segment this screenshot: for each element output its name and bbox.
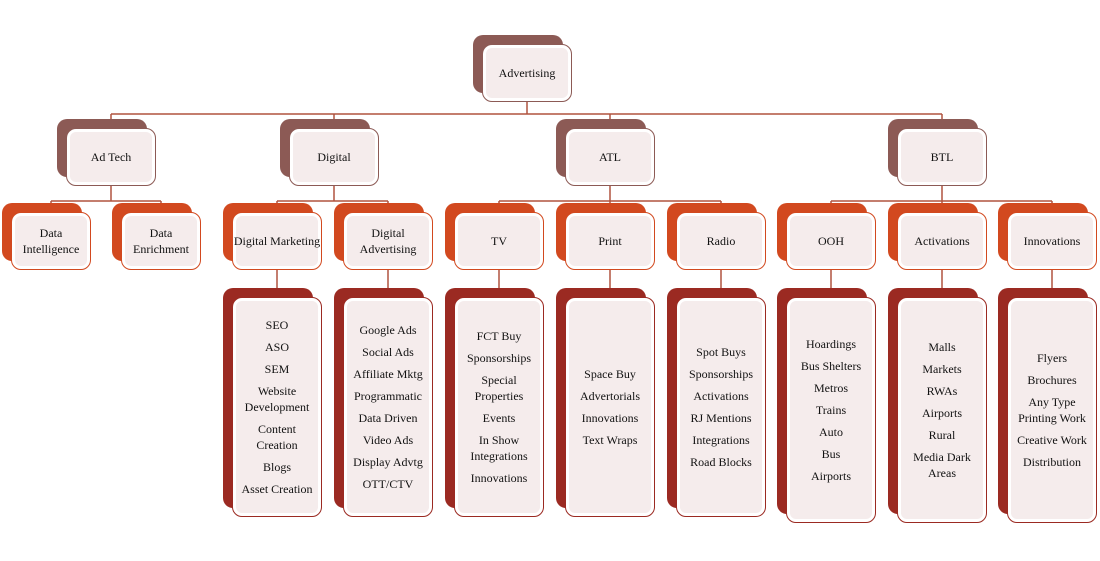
- list-item: Events: [482, 411, 516, 425]
- list-item: Sponsorships: [688, 367, 753, 381]
- list-item: Airports: [811, 469, 851, 483]
- category-btl-label: BTL: [897, 128, 987, 186]
- subcategory-tv-label: TV: [454, 212, 544, 270]
- list-item: Blogs: [262, 460, 291, 474]
- list-item: Trains: [815, 403, 847, 417]
- list-item: Activations: [693, 389, 749, 403]
- list-item: Display Advtg: [353, 455, 423, 469]
- list-item: Content Creation: [256, 422, 298, 452]
- list-item: Any Type Printing Work: [1018, 395, 1086, 425]
- subcategory-print-label: Print: [565, 212, 655, 270]
- list-item: Programmatic: [354, 389, 422, 403]
- list-item: Road Blocks: [690, 455, 752, 469]
- list-item: Rural: [928, 428, 956, 442]
- list-item: Flyers: [1037, 351, 1067, 365]
- list-item: Text Wraps: [582, 433, 638, 447]
- list-item: Innovations: [470, 471, 528, 485]
- subcategory-data-enrichment-label: Data Enrichment: [121, 212, 201, 270]
- subcategory-digital-marketing-label: Digital Marketing: [232, 212, 322, 270]
- list-item: ASO: [264, 340, 289, 354]
- list-item: Hoardings: [806, 337, 856, 351]
- list-item: Spot Buys: [696, 345, 746, 359]
- subcategory-data-intelligence-label: Data Intelligence: [11, 212, 91, 270]
- list-item: Space Buy: [584, 367, 636, 381]
- list-item: Markets: [922, 362, 962, 376]
- list-item: SEO: [265, 318, 289, 332]
- list-item: Advertorials: [580, 389, 640, 403]
- list-item: SEM: [264, 362, 290, 376]
- subcategory-activations-label: Activations: [897, 212, 987, 270]
- subcategory-digital-advertising-label: Digital Advertising: [343, 212, 433, 270]
- list-item: Auto: [819, 425, 843, 439]
- list-item: Social Ads: [362, 345, 414, 359]
- list-item: Airports: [922, 406, 962, 420]
- list-item: Bus: [821, 447, 841, 461]
- list-item: Innovations: [581, 411, 639, 425]
- list-item: Brochures: [1027, 373, 1077, 387]
- list-item: Data Driven: [358, 411, 418, 425]
- list-item: Google Ads: [359, 323, 417, 337]
- category-digital-label: Digital: [289, 128, 379, 186]
- list-item: Media Dark Areas: [913, 450, 971, 480]
- list-item: Special Properties: [474, 373, 524, 403]
- list-item: Website Development: [244, 384, 310, 414]
- category-atl-label: ATL: [565, 128, 655, 186]
- list-item: RWAs: [926, 384, 958, 398]
- list-item: Integrations: [692, 433, 750, 447]
- list-item: Asset Creation: [241, 482, 313, 496]
- subcategory-innovations-label: Innovations: [1007, 212, 1097, 270]
- list-item: Creative Work: [1017, 433, 1087, 447]
- subcategory-radio-label: Radio: [676, 212, 766, 270]
- list-item: Metros: [814, 381, 848, 395]
- list-item: Affiliate Mktg: [353, 367, 423, 381]
- list-item: Distribution: [1022, 455, 1081, 469]
- category-ad-tech-label: Ad Tech: [66, 128, 156, 186]
- subcategory-ooh-label: OOH: [786, 212, 876, 270]
- list-item: Video Ads: [362, 433, 414, 447]
- list-item: Malls: [928, 340, 956, 354]
- root-node-advertising-label: Advertising: [482, 44, 572, 102]
- list-item: In Show Integrations: [470, 433, 528, 463]
- list-item: Bus Shelters: [800, 359, 862, 373]
- list-item: OTT/CTV: [362, 477, 414, 491]
- list-item: Sponsorships: [466, 351, 531, 365]
- list-item: RJ Mentions: [690, 411, 752, 425]
- list-item: FCT Buy: [476, 329, 522, 343]
